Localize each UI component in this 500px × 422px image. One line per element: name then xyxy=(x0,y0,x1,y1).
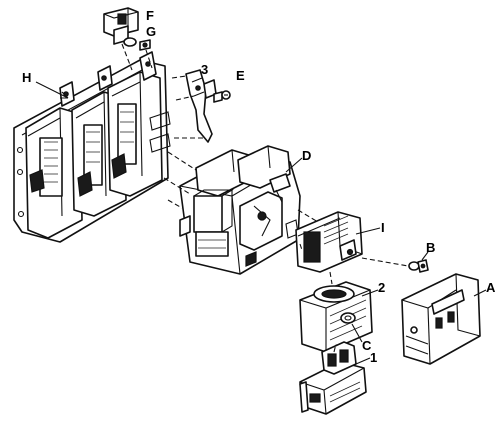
label-1: 1 xyxy=(370,350,377,365)
part-3-latch-lever xyxy=(185,69,217,143)
explode-line-f xyxy=(121,43,153,71)
label-h: H xyxy=(22,70,31,85)
explode-line-3 xyxy=(171,75,204,139)
label-b: B xyxy=(426,240,435,255)
label-g: G xyxy=(146,24,156,39)
part-d-contact-frame xyxy=(179,145,301,275)
part-f-terminal-block xyxy=(103,7,139,45)
explode-line-d-i xyxy=(297,209,319,251)
label-d: D xyxy=(302,148,311,163)
part-2-coil xyxy=(299,281,373,353)
explode-line-i-2 xyxy=(329,271,333,285)
explode-line-2-1 xyxy=(333,343,337,353)
part-a-cover xyxy=(401,273,481,365)
label-3: 3 xyxy=(201,62,208,77)
explode-line-h-d xyxy=(163,151,197,209)
leader-2 xyxy=(361,289,379,297)
part-i-bracket xyxy=(295,211,363,273)
leader-d xyxy=(285,157,303,173)
label-2: 2 xyxy=(378,280,385,295)
part-g-screw xyxy=(123,37,151,51)
leader-1 xyxy=(355,357,371,365)
part-b-screw xyxy=(408,259,429,273)
leader-b xyxy=(421,251,429,261)
part-c-ring xyxy=(340,312,356,324)
label-f: F xyxy=(146,8,154,23)
part-e-screw xyxy=(213,90,231,103)
leader-h xyxy=(35,81,69,99)
explode-line-b xyxy=(361,257,409,267)
part-h-frame-assembly xyxy=(13,51,171,243)
part-1-contact-block xyxy=(299,341,367,415)
label-e: E xyxy=(236,68,245,83)
leader-c xyxy=(351,323,363,343)
label-a: A xyxy=(486,280,496,295)
leader-a xyxy=(473,289,487,297)
label-i: I xyxy=(381,220,385,235)
label-c: C xyxy=(362,338,372,353)
leader-i xyxy=(355,227,381,235)
